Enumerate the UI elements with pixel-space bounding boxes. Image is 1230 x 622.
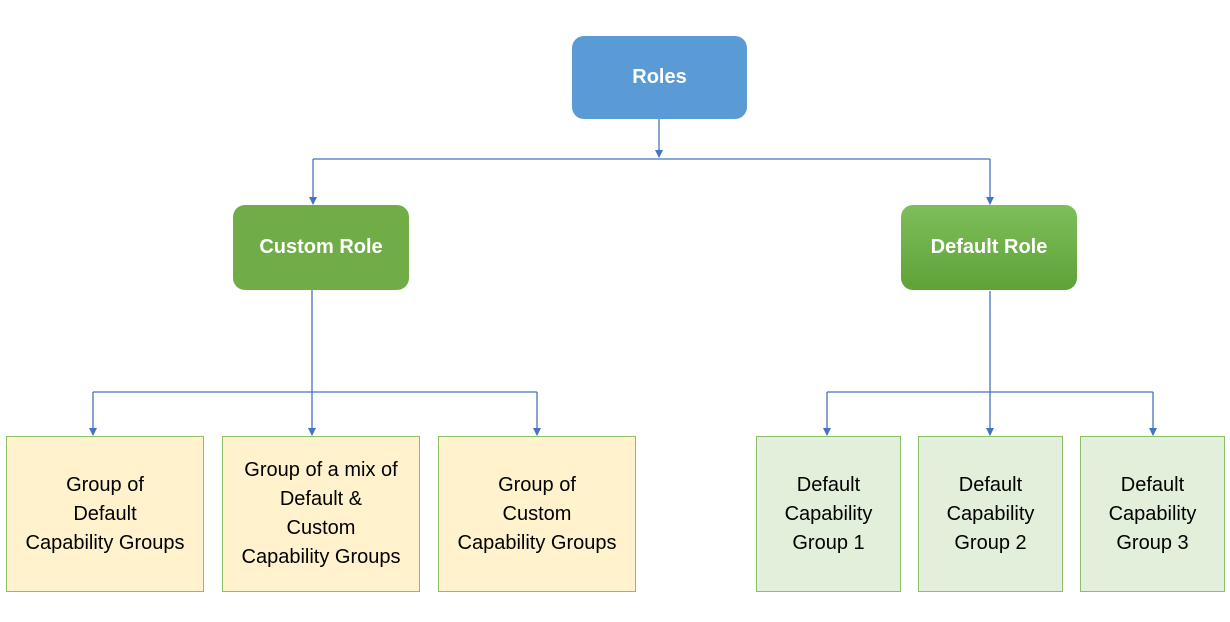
leaf-text: Default Capability Group 1	[785, 471, 873, 558]
leaf-text: Default Capability Group 3	[1109, 471, 1197, 558]
leaf-line: Capability Groups	[457, 531, 617, 554]
default-capability-group-1-node: Default Capability Group 1	[756, 436, 901, 592]
custom-role-node: Custom Role	[233, 205, 409, 290]
default-capability-group-2-node: Default Capability Group 2	[918, 436, 1063, 592]
leaf-line: Group of	[66, 473, 144, 496]
leaf-line: Default	[958, 473, 1023, 496]
default-role-node: Default Role	[901, 205, 1077, 290]
leaf-line: Capability	[1108, 502, 1197, 525]
leaf-line: Group 3	[1116, 531, 1189, 554]
leaf-line: Capability	[946, 502, 1035, 525]
leaf-line: Capability Groups	[241, 546, 401, 568]
leaf-text: Group of Default Capability Groups	[26, 471, 185, 558]
leaf-line: Group 2	[954, 531, 1027, 554]
leaf-line: Group of	[498, 473, 576, 496]
custom-role-label: Custom Role	[259, 236, 383, 258]
leaf-line: Capability	[784, 502, 873, 525]
leaf-line: Default	[1120, 473, 1185, 496]
leaf-line: Default	[73, 502, 137, 525]
roles-node-label: Roles	[632, 66, 687, 88]
custom-capability-groups-node: Group of Custom Capability Groups	[438, 436, 636, 592]
default-role-label: Default Role	[930, 236, 1048, 258]
leaf-text: Default Capability Group 2	[947, 471, 1035, 558]
leaf-line: Custom	[286, 517, 356, 539]
leaf-text: Group of Custom Capability Groups	[458, 471, 617, 558]
leaf-line: Custom	[502, 502, 572, 525]
leaf-line: Capability Groups	[25, 531, 185, 554]
leaf-line: Group 1	[792, 531, 865, 554]
mixed-capability-groups-node: Group of a mix of Default & Custom Capab…	[222, 436, 420, 592]
leaf-line: Group of a mix of	[244, 459, 398, 481]
roles-node: Roles	[572, 36, 747, 119]
leaf-line: Default	[796, 473, 861, 496]
leaf-line: Default &	[279, 488, 363, 510]
default-capability-groups-node: Group of Default Capability Groups	[6, 436, 204, 592]
leaf-text: Group of a mix of Default & Custom Capab…	[242, 456, 401, 572]
default-capability-group-3-node: Default Capability Group 3	[1080, 436, 1225, 592]
